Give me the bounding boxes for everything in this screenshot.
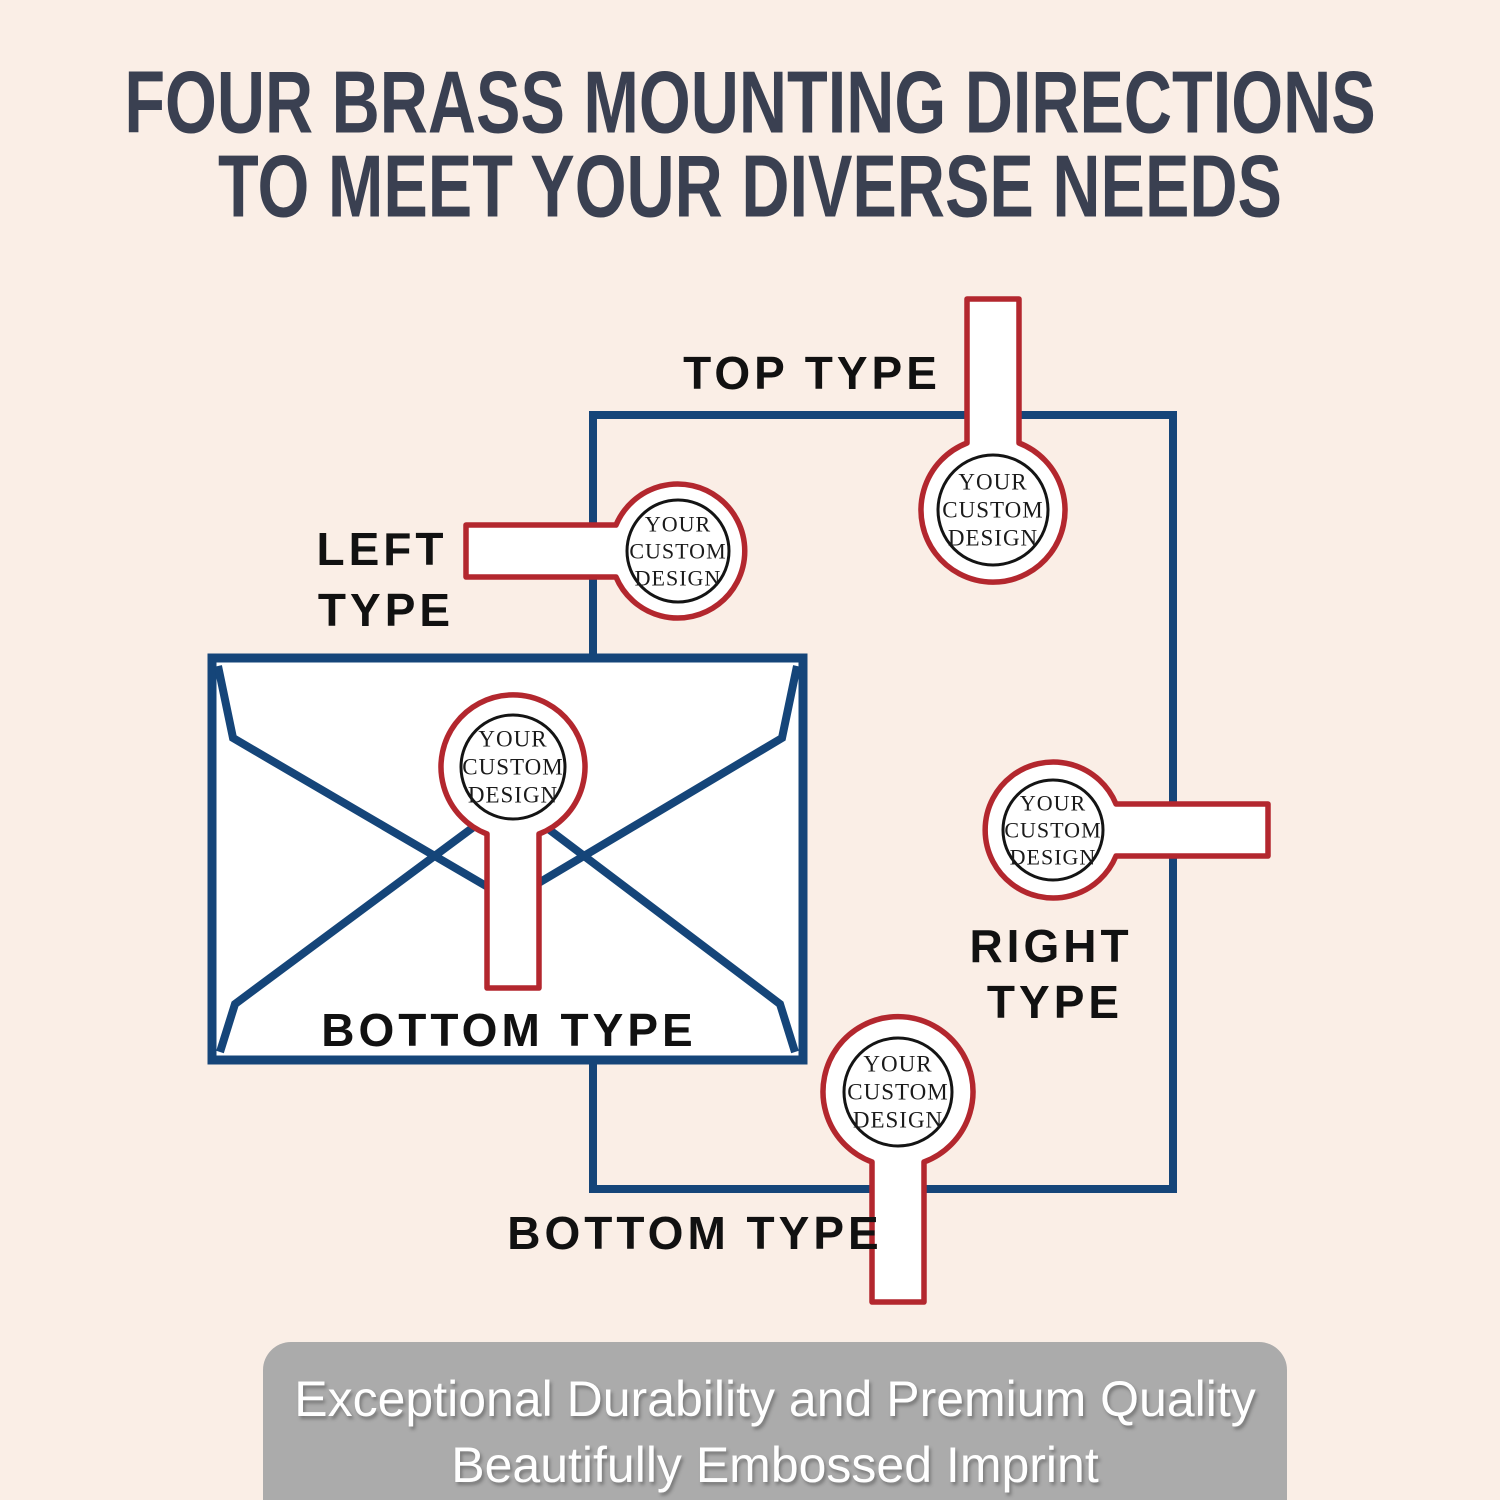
stamp-text-line: CUSTOM: [462, 755, 563, 780]
stamp-bottom-design-circle: [842, 1036, 954, 1148]
label-top-type: TOP TYPE: [683, 347, 941, 399]
stamp-envelope-body: [438, 692, 588, 991]
stamp-right-body: [982, 759, 1271, 901]
page-title-line-2: TO MEET YOUR DIVERSE NEEDS: [217, 137, 1283, 237]
stamp-text-line: CUSTOM: [1004, 818, 1101, 843]
stamp-left-design-circle: [625, 498, 731, 604]
label-left-type-line1: LEFT: [317, 523, 448, 575]
stamp-left-body: [463, 481, 748, 621]
stamp-text-line: CUSTOM: [629, 539, 726, 564]
stamp-text-line: YOUR: [958, 470, 1027, 495]
stamp-text-line: DESIGN: [948, 526, 1038, 551]
banner-line-2: Beautifully Embossed Imprint: [451, 1437, 1099, 1493]
stamp-right-design-circle: [1001, 778, 1105, 882]
wax-stamp-right: YOUR CUSTOM DESIGN: [982, 759, 1271, 901]
label-right-type-line1: RIGHT: [969, 920, 1132, 972]
label-envelope-bottom-type: BOTTOM TYPE: [321, 1004, 696, 1056]
stamp-text-line: DESIGN: [853, 1108, 943, 1133]
stamp-text-line: DESIGN: [635, 566, 722, 591]
wax-stamp-left: YOUR CUSTOM DESIGN: [463, 481, 748, 621]
label-outer-bottom-type: BOTTOM TYPE: [507, 1207, 882, 1259]
label-right-type-line2: TYPE: [987, 976, 1123, 1028]
stamp-text-line: YOUR: [863, 1052, 932, 1077]
wax-stamp-top: YOUR CUSTOM DESIGN: [918, 296, 1068, 585]
stamp-bottom-body: [820, 1013, 976, 1305]
stamp-text-line: DESIGN: [1010, 845, 1097, 870]
stamp-text-line: YOUR: [645, 512, 711, 537]
stamp-text-line: YOUR: [1020, 791, 1086, 816]
label-left-type-line2: TYPE: [318, 584, 454, 636]
banner-line-1: Exceptional Durability and Premium Quali…: [294, 1371, 1256, 1427]
stamp-top-body: [918, 296, 1068, 585]
wax-stamp-bottom: YOUR CUSTOM DESIGN: [820, 1013, 976, 1305]
wax-stamp-envelope-demo: YOUR CUSTOM DESIGN: [438, 692, 588, 991]
stamp-text-line: CUSTOM: [847, 1080, 948, 1105]
stamp-text-line: YOUR: [478, 727, 547, 752]
page-title-line-1: FOUR BRASS MOUNTING DIRECTIONS: [124, 53, 1376, 153]
stamp-top-design-circle: [936, 453, 1050, 567]
feature-banner: Exceptional Durability and Premium Quali…: [263, 1342, 1287, 1500]
stamp-envelope-design-circle: [459, 713, 567, 821]
stamp-text-line: CUSTOM: [942, 498, 1043, 523]
stamp-text-line: DESIGN: [468, 783, 558, 808]
